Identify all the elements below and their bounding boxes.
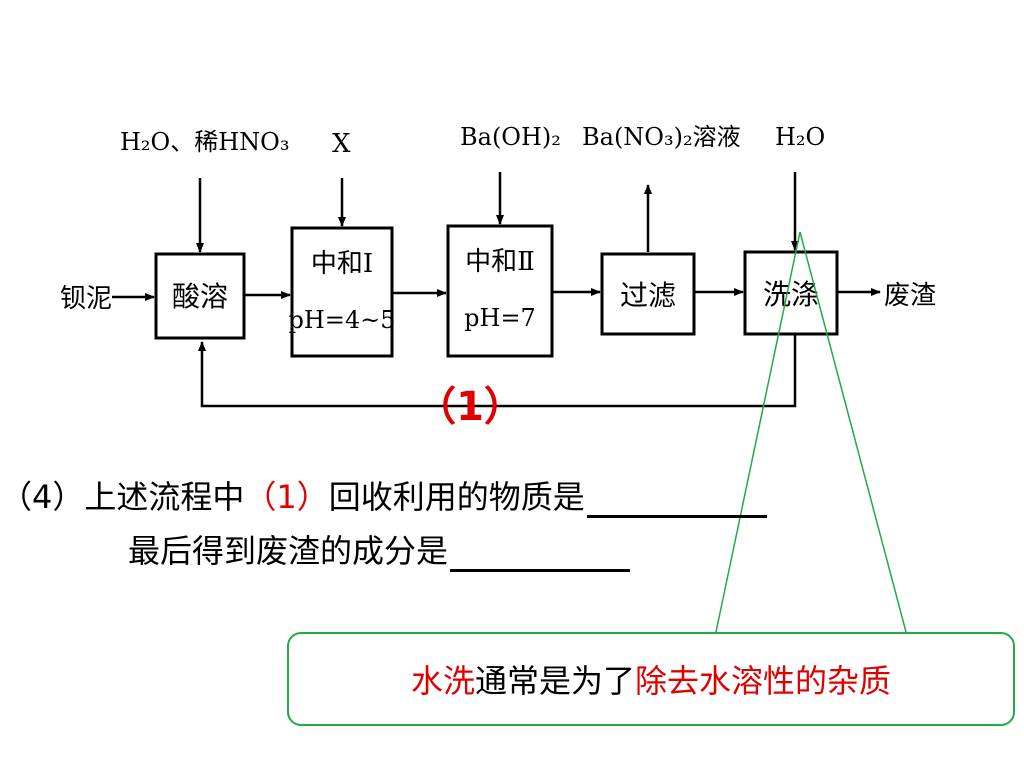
input-water-label: H₂O (775, 123, 825, 151)
box-wash-label: 洗涤 (763, 278, 819, 311)
box-neutralize-1-title: 中和Ⅰ (311, 249, 373, 279)
box-neutralize-2 (446, 224, 554, 358)
box-neutralize-1 (290, 226, 394, 358)
end-label: 废渣 (884, 281, 936, 311)
callout-line-right (799, 231, 907, 633)
box-neutralize-2-title: 中和Ⅱ (465, 247, 535, 277)
question-suffix: 回收利用的物质是 (328, 478, 585, 516)
washing-note-box: 水洗通常是为了除去水溶性的杂质 (287, 632, 1015, 726)
box-neutralize-2-ph: pH=7 (464, 304, 536, 332)
input-x-label: X (332, 129, 351, 159)
note-part-3: 除去水溶性的杂质 (635, 662, 892, 700)
note-part-1: 水洗 (410, 662, 475, 700)
question-prefix: （4）上述流程中 (0, 478, 245, 516)
question-line-2-text: 最后得到废渣的成分是 (128, 532, 449, 570)
box-acid-dissolve (154, 252, 246, 340)
loop-marker-label: （1） (416, 384, 524, 430)
box-filter (600, 252, 696, 336)
input-baoh2-label: Ba(OH)₂ (460, 123, 561, 151)
question-line-1: （4）上述流程中（1）回收利用的物质是 (0, 472, 767, 518)
answer-blank-1[interactable] (586, 485, 767, 518)
input-bano32-label: Ba(NO₃)₂溶液 (582, 123, 741, 151)
recycle-loop (198, 334, 797, 408)
box-neutralize-1-ph: pH=4~5 (288, 306, 395, 334)
input-acid-label: H₂O、稀HNO₃ (120, 128, 289, 156)
note-part-2: 通常是为了 (474, 662, 635, 700)
callout-line-left (715, 231, 801, 633)
start-label: 钡泥 (60, 284, 112, 314)
box-filter-label: 过滤 (620, 279, 676, 312)
question-marker: （1） (244, 478, 329, 516)
answer-blank-2[interactable] (450, 539, 631, 572)
box-wash (743, 250, 839, 336)
question-line-2: 最后得到废渣的成分是 (128, 526, 631, 572)
box-acid-dissolve-label: 酸溶 (172, 280, 228, 313)
